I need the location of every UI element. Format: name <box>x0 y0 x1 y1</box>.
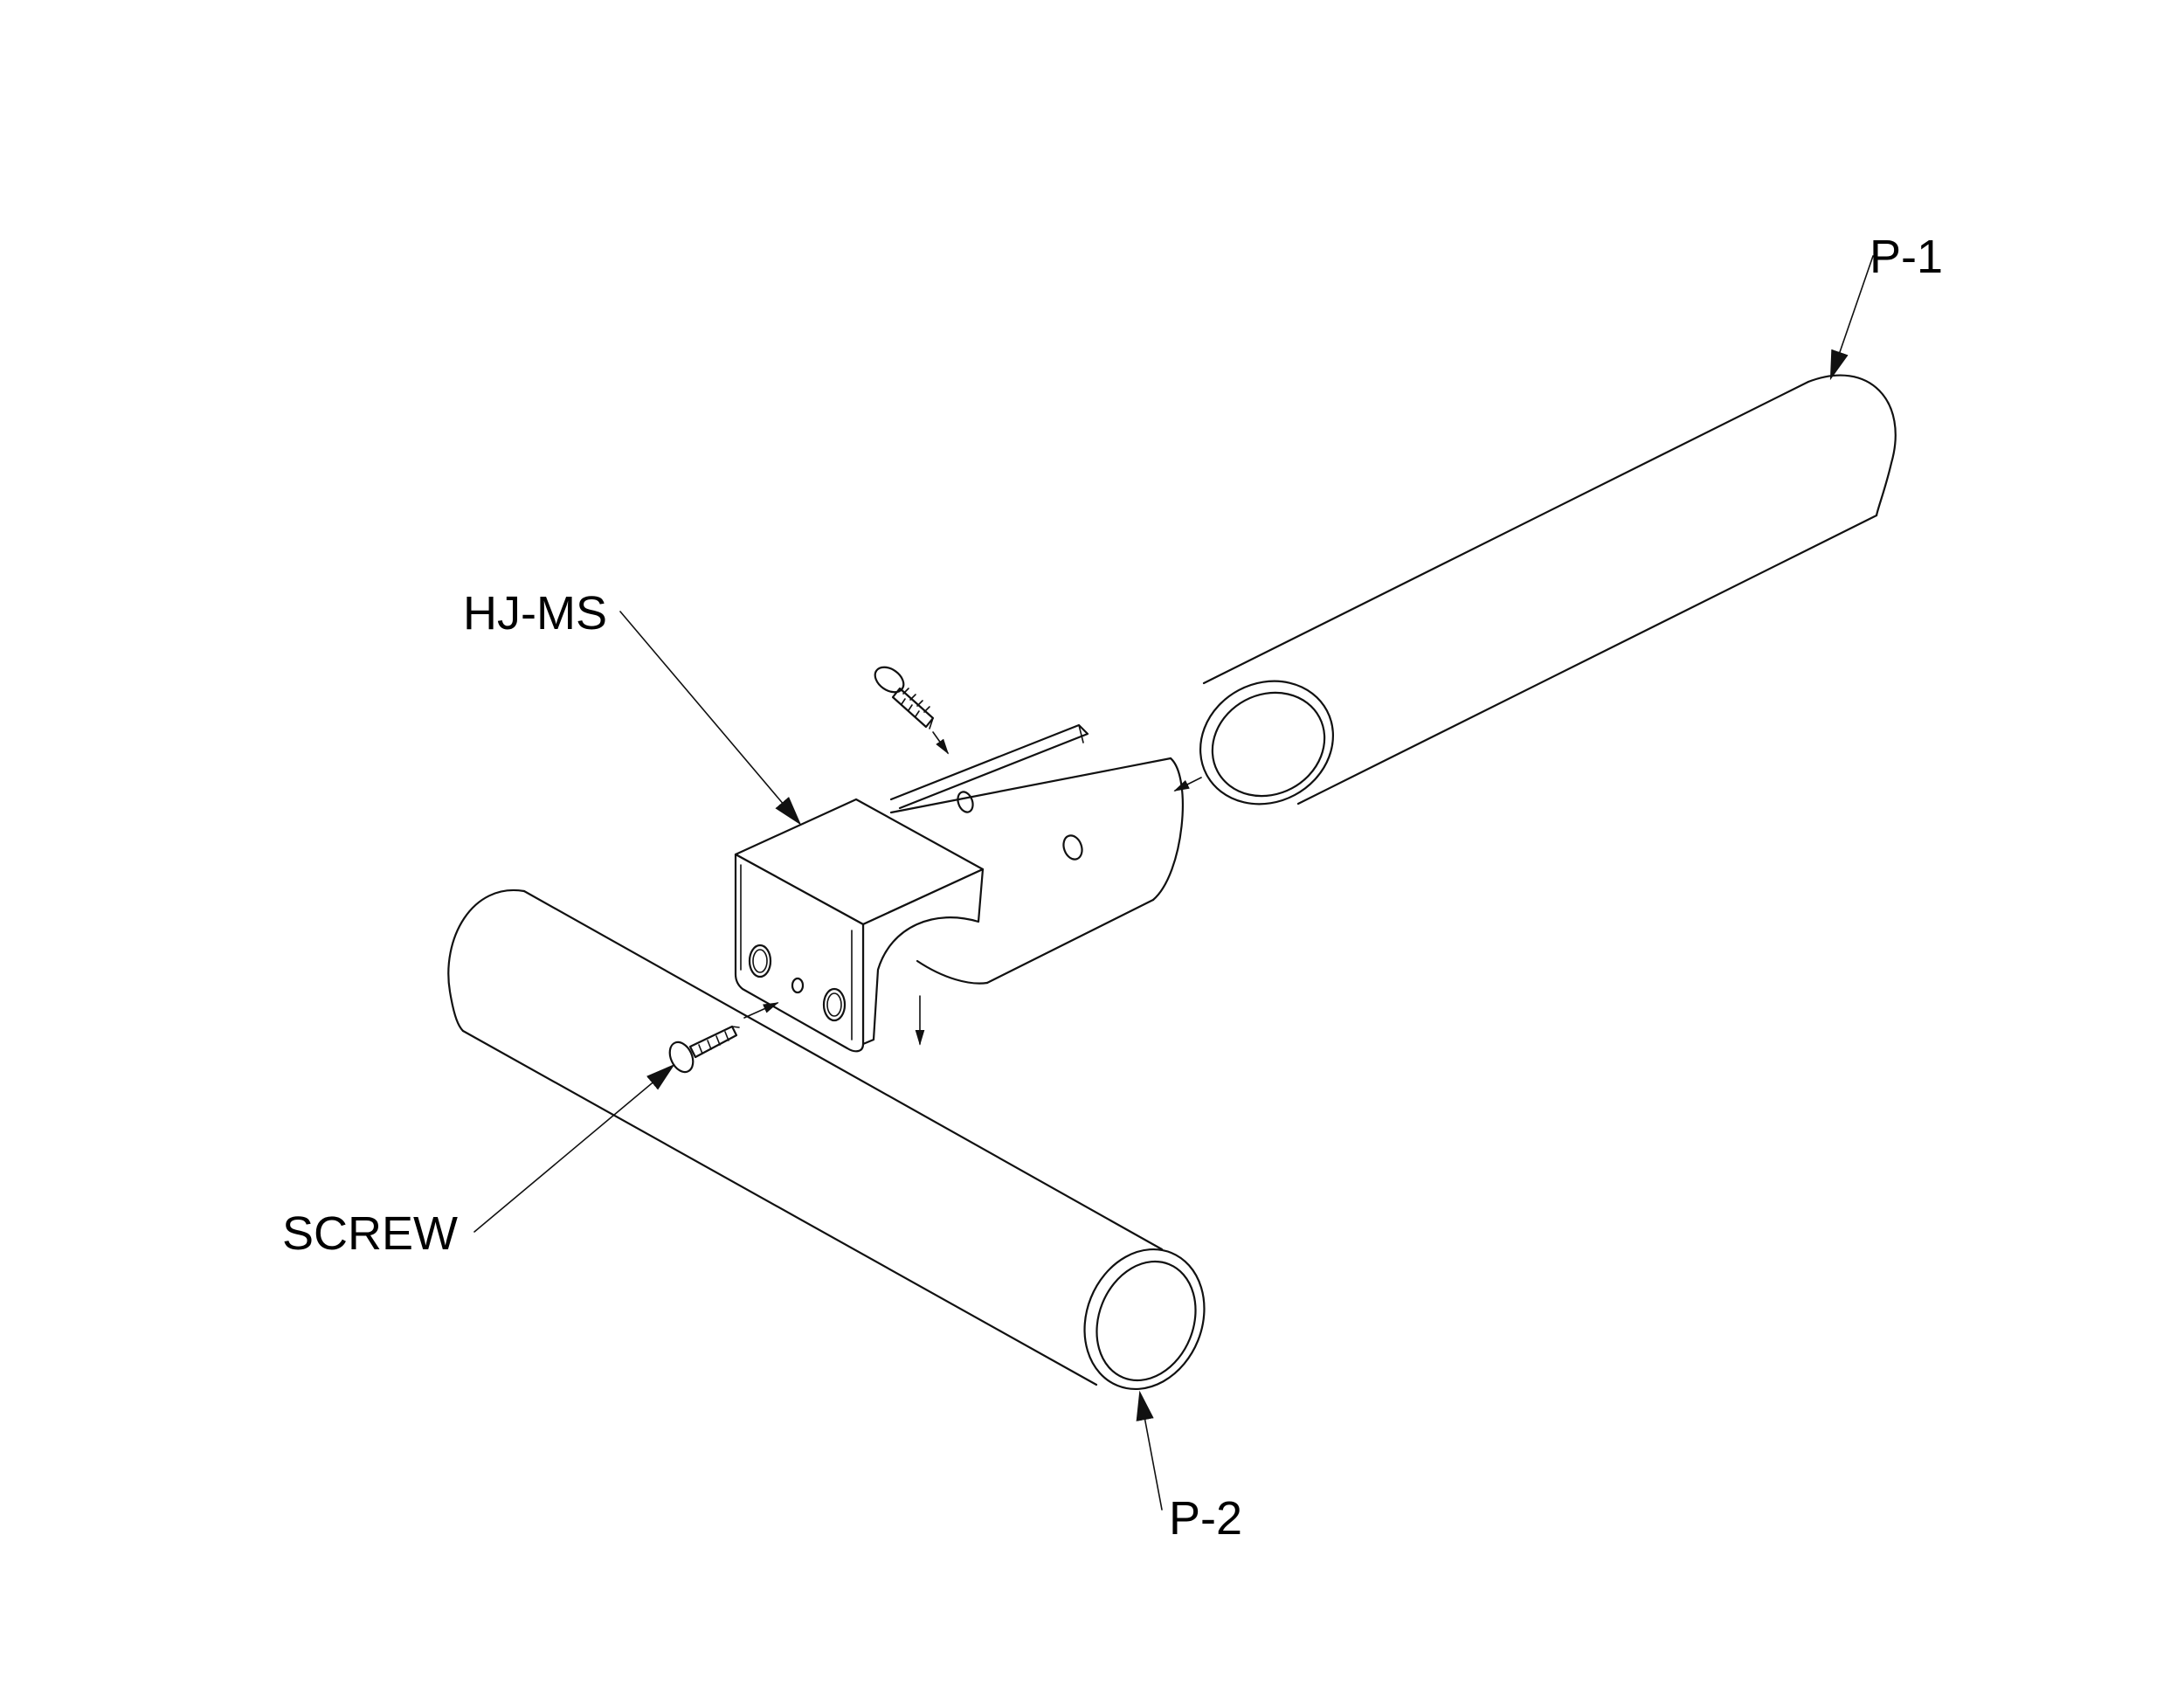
screw-top-icon <box>874 666 935 729</box>
bracket-hj-ms <box>734 723 1184 1053</box>
screw-lower-icon <box>668 1025 740 1074</box>
leader-p2 <box>1136 1390 1163 1511</box>
label-hj-ms: HJ-MS <box>463 587 607 640</box>
label-p2: P-2 <box>1169 1492 1242 1545</box>
label-p1: P-1 <box>1870 231 1943 283</box>
pipe-p1 <box>1199 374 1897 805</box>
pipe-p2 <box>447 888 1206 1391</box>
label-screw: SCREW <box>282 1207 458 1260</box>
assembly-arrows <box>743 731 1202 1046</box>
leader-hj-ms <box>619 611 802 826</box>
leader-p1 <box>1829 255 1874 381</box>
leader-screw <box>473 1063 675 1233</box>
